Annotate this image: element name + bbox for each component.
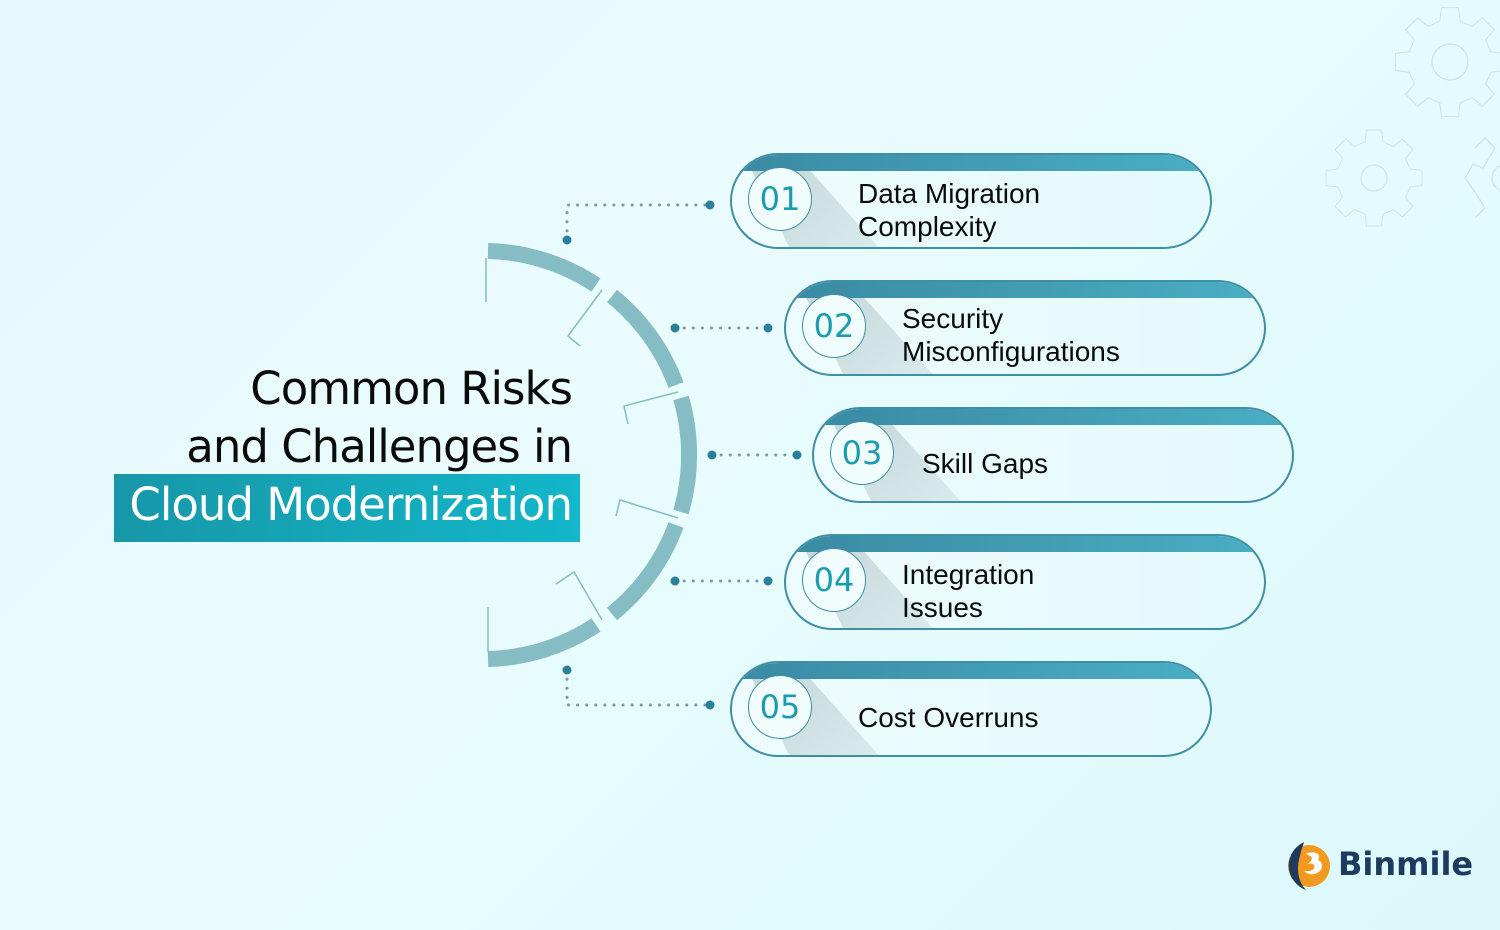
title-line-2: and Challenges in — [186, 420, 573, 473]
pill-bar — [732, 155, 1210, 171]
item-label-line1: Security — [902, 303, 1004, 334]
arc-segment-2 — [606, 289, 684, 388]
item-label: Integration Issues — [902, 558, 1034, 624]
arc-segment-1 — [487, 243, 601, 292]
title-line-1: Common Risks — [250, 362, 573, 415]
item-label-line2: Misconfigurations — [902, 336, 1120, 367]
pill-bar — [786, 536, 1264, 552]
list-item-4: 04 Integration Issues — [784, 534, 1266, 630]
brand-name: Binmile — [1338, 845, 1474, 883]
item-label-line1: Integration — [902, 559, 1035, 590]
gear-icons-decoration — [1325, 7, 1500, 227]
item-label: Skill Gaps — [922, 447, 1048, 480]
item-number: 02 — [802, 294, 866, 358]
binmile-logo-icon — [1288, 842, 1330, 890]
item-label-line1: Skill Gaps — [922, 448, 1049, 479]
title-highlight: Cloud Modernization — [114, 474, 580, 542]
item-label-line2: Complexity — [858, 211, 997, 242]
item-label: Security Misconfigurations — [902, 302, 1120, 368]
item-label-line1: Cost Overruns — [858, 702, 1039, 733]
arc-segment-3 — [673, 395, 698, 515]
pill-bar — [814, 409, 1292, 425]
item-number: 04 — [802, 548, 866, 612]
pill-bar — [786, 282, 1264, 298]
item-number: 01 — [748, 167, 812, 231]
pill-bar — [732, 663, 1210, 679]
list-item-5: 05 Cost Overruns — [730, 661, 1212, 757]
list-item-1: 01 Data Migration Complexity — [730, 153, 1212, 249]
list-item-2: 02 Security Misconfigurations — [784, 280, 1266, 376]
list-item-3: 03 Skill Gaps — [812, 407, 1294, 503]
item-label: Cost Overruns — [858, 701, 1039, 734]
arc-segment-5 — [487, 618, 601, 667]
item-number: 03 — [830, 421, 894, 485]
item-label-line1: Data Migration — [858, 178, 1041, 209]
arc-segment-4 — [606, 522, 684, 621]
item-number: 05 — [748, 675, 812, 739]
title-highlight-text: Cloud Modernization — [129, 478, 573, 531]
item-label-line2: Issues — [902, 592, 983, 623]
item-label: Data Migration Complexity — [858, 177, 1040, 243]
